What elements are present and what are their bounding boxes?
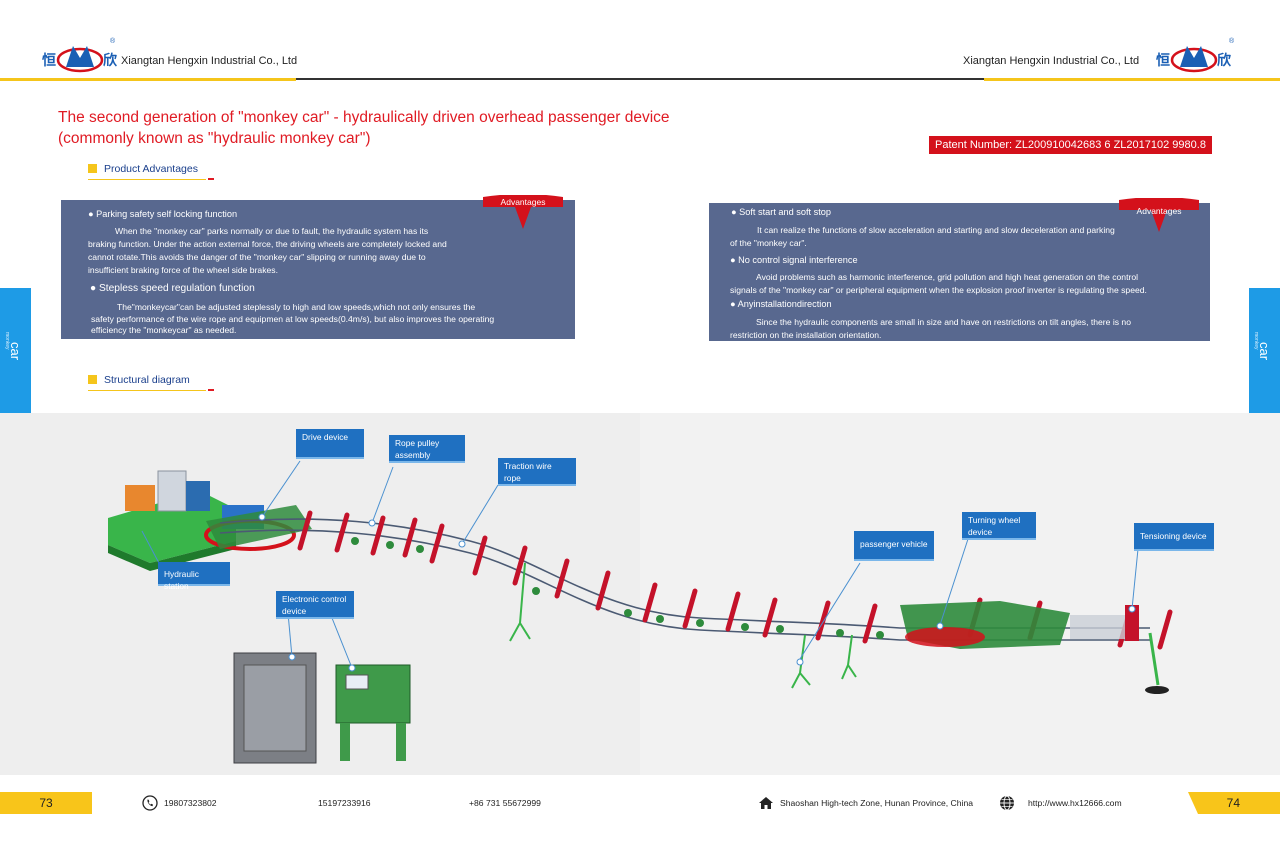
svg-text:欣: 欣 (103, 52, 118, 69)
svg-text:恒: 恒 (42, 52, 56, 69)
phone-number: 15197233916 (318, 798, 371, 808)
advantages-panel-left: ● Parking safety self locking function W… (61, 200, 575, 339)
panel-text: insufficient braking force of the wheel … (88, 265, 278, 275)
panel-text: signals of the "monkey car" or periphera… (730, 285, 1147, 295)
panel-text: safety performance of the wire rope and … (91, 314, 495, 324)
address: Shaoshan High-tech Zone, Hunan Province,… (780, 798, 973, 808)
monkey-car-illustration (108, 413, 1280, 775)
panel-text: Avoid problems such as harmonic interfer… (756, 272, 1139, 282)
svg-text:欣: 欣 (1217, 52, 1232, 69)
square-bullet-icon (88, 164, 97, 173)
advantages-panel-right: ● Soft start and soft stop It can realiz… (709, 203, 1210, 341)
phone-icon (142, 795, 158, 811)
panel-text: When the "monkey car" parks normally or … (115, 226, 429, 236)
side-tab-big-text: car (1257, 342, 1272, 361)
bullet-heading: ● Stepless speed regulation function (90, 283, 255, 294)
panel-text: cannot rotate.This avoids the danger of … (88, 252, 426, 262)
side-tab-big-text: car (8, 342, 23, 361)
header-rule-dark (640, 78, 984, 80)
page-number-right-bg (1188, 792, 1280, 814)
company-name: Xiangtan Hengxin Industrial Co., Ltd (121, 55, 298, 67)
callout-tensioning-device: Tensioning device (1134, 523, 1214, 551)
panel-text: It can realize the functions of slow acc… (757, 225, 1115, 235)
badge-label: Advantages (1136, 206, 1182, 216)
callout-text: Turning wheel (968, 515, 1021, 525)
section-heading-advantages: Product Advantages (88, 163, 214, 180)
callout-text: rope (504, 473, 521, 483)
panel-text: The"monkeycar"can be adjusted steplessly… (117, 302, 476, 312)
panel-text: of the "monkey car". (730, 238, 807, 248)
callout-electronic-control: Electronic control device (276, 591, 354, 619)
callout-text: Traction wire (504, 461, 552, 471)
heading-red-tick (208, 389, 214, 391)
advantages-badge: Advantages (1117, 198, 1201, 234)
side-tab-left: monkey car (0, 288, 31, 420)
bullet-heading: ● Soft start and soft stop (731, 207, 832, 217)
section-heading-text: Product Advantages (104, 163, 198, 175)
phone-number: +86 731 55672999 (469, 798, 541, 808)
patent-badge: Patent Number: ZL200910042683 6 ZL201710… (929, 136, 1212, 154)
bullet-heading: ● Anyinstallationdirection (730, 299, 832, 309)
title-line-2: (commonly known as "hydraulic monkey car… (58, 130, 371, 147)
heading-underline (88, 390, 206, 391)
phone-number: 19807323802 (164, 798, 217, 808)
section-heading-diagram: Structural diagram (88, 374, 214, 391)
callout-text: assembly (395, 450, 431, 460)
callout-passenger-vehicle: passenger vehicle (854, 531, 934, 561)
hengxin-logo-icon: 恒 欣 (42, 46, 118, 73)
bullet-heading: ● Parking safety self locking function (88, 209, 238, 219)
callout-text: device (282, 606, 307, 616)
title-line-1: The second generation of "monkey car" - … (58, 109, 670, 126)
badge-label: Advantages (500, 197, 546, 207)
square-bullet-icon (88, 375, 97, 384)
section-heading-text: Structural diagram (104, 374, 190, 386)
panel-text: efficiency the "monkeycar" as needed. (91, 325, 237, 335)
callout-drive-device: Drive device (296, 429, 364, 459)
callout-text: Hydraulic station (164, 569, 199, 591)
bullet-heading: ● No control signal interference (730, 255, 858, 265)
globe-icon (1000, 795, 1014, 811)
panel-text: Since the hydraulic components are small… (756, 317, 1131, 327)
heading-red-tick (208, 178, 214, 180)
callout-text: Tensioning device (1140, 531, 1207, 541)
structural-diagram: Drive device Rope pulley assembly Tracti… (0, 413, 1280, 775)
page-title: The second generation of "monkey car" - … (58, 107, 718, 149)
svg-text:恒: 恒 (1156, 52, 1170, 69)
header-rule-dark (296, 78, 640, 80)
footer: 73 19807323802 15197233916 +86 731 55672… (0, 792, 1280, 814)
header-right: Xiangtan Hengxin Industrial Co., Ltd 恒 欣… (640, 38, 1280, 82)
page-number-right: 74 (1226, 796, 1240, 810)
website-link[interactable]: http://www.hx12666.com (1028, 798, 1122, 808)
page-number-left: 73 (0, 792, 92, 814)
callout-rope-pulley: Rope pulley assembly (389, 435, 465, 463)
header-left: 恒 欣 ® Xiangtan Hengxin Industrial Co., L… (0, 38, 640, 82)
callout-text: Electronic control (282, 594, 347, 604)
panel-text: braking function. Under the action exter… (88, 239, 447, 249)
home-icon (759, 797, 773, 809)
header-rule-yellow (984, 78, 1280, 81)
heading-underline (88, 179, 206, 180)
callout-text: Drive device (302, 432, 349, 442)
company-name: Xiangtan Hengxin Industrial Co., Ltd (963, 55, 1140, 67)
advantages-badge: Advantages (481, 195, 565, 231)
callout-hydraulic-station: Hydraulic station (158, 562, 230, 591)
callout-text: passenger vehicle (860, 539, 928, 549)
registered-mark: ® (1229, 38, 1235, 45)
registered-mark: ® (110, 38, 116, 45)
callout-text: Rope pulley (395, 438, 440, 448)
callout-turning-wheel: Turning wheel device (962, 512, 1036, 540)
callout-traction-rope: Traction wire rope (498, 458, 576, 486)
callout-text: device (968, 527, 993, 537)
header-rule-yellow (0, 78, 296, 81)
hengxin-logo-icon: 恒 欣 (1156, 46, 1232, 73)
panel-text: restriction on the installation orientat… (730, 330, 882, 340)
side-tab-right: monkey car (1249, 288, 1280, 420)
